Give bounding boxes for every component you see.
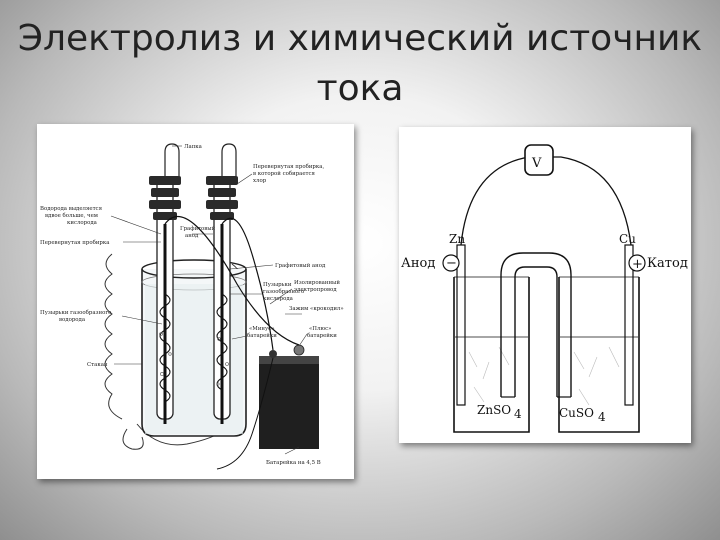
label-graphite-2: анод xyxy=(185,233,199,239)
left-clamp xyxy=(149,176,181,220)
label-glass: Стакан xyxy=(87,362,108,368)
cathode-label: Катод xyxy=(647,256,688,271)
label-plus-1: «Плюс» xyxy=(309,326,331,332)
galvanic-cell-diagram: V Zn Cu Анод − + Катод ZnSO xyxy=(399,127,691,443)
copper-solution-label: CuSO xyxy=(559,406,594,420)
label-graphite-1: Графитовый xyxy=(180,225,216,232)
voltmeter xyxy=(524,144,554,176)
title-line-1: Электролиз и химический источник xyxy=(17,18,703,59)
copper-solution-subscript: 4 xyxy=(598,410,606,424)
galvanic-cell-svg: V Zn Cu Анод − + Катод ZnSO xyxy=(401,144,688,433)
label-bubbles-o2-1: Пузырьки xyxy=(263,282,292,288)
copper-electrode xyxy=(624,244,634,406)
left-beaker xyxy=(453,277,530,433)
label-minus-1: «Минус» xyxy=(249,326,275,332)
voltmeter-symbol: V xyxy=(531,156,542,171)
anode-sign-circle xyxy=(442,254,460,272)
label-tube-cl-3: хлор xyxy=(253,178,267,184)
right-beaker xyxy=(558,277,640,433)
label-bubbles-h2-1: Пузырьки газообразного xyxy=(40,309,111,316)
label-clip: Зажим «крокодил» xyxy=(289,306,344,312)
label-wire-1: Изолированный xyxy=(294,280,340,286)
zinc-solution-subscript: 4 xyxy=(514,407,522,421)
label-battery: Батарейка на 4,5 В xyxy=(266,460,321,466)
label-bubbles-o2-3: кислорода xyxy=(263,296,294,302)
label-lapka: Лапка xyxy=(184,144,203,150)
copper-label: Cu xyxy=(619,232,636,246)
zinc-label: Zn xyxy=(449,232,465,246)
label-graphite-anode: Графитовый анод xyxy=(275,262,326,269)
electrolysis-diagram: Лапка Перевернутая пробирка, в которой с… xyxy=(37,124,354,479)
label-tube-cl-2: в которой собирается xyxy=(253,170,316,177)
label-plus-2: батарейки xyxy=(307,332,337,339)
zinc-electrode xyxy=(456,244,466,406)
label-hydrogen-3: кислорода xyxy=(67,220,98,226)
slide-title: Электролиз и химический источник тока xyxy=(0,14,720,114)
right-clamp xyxy=(206,176,238,220)
label-tube-left: Перевернутая пробирка xyxy=(40,239,110,246)
label-minus-2: батарейки xyxy=(247,332,277,339)
zinc-solution-label: ZnSO xyxy=(477,403,511,417)
cathode-sign: + xyxy=(632,257,643,272)
label-wire-2: электропровод xyxy=(294,287,337,293)
label-bubbles-h2-2: водорода xyxy=(59,317,86,323)
label-tube-cl-1: Перевернутая пробирка, xyxy=(253,163,324,170)
electrolysis-svg: Лапка Перевернутая пробирка, в которой с… xyxy=(40,143,344,470)
battery xyxy=(259,356,319,449)
anode-label: Анод xyxy=(401,256,435,271)
label-hydrogen-1: Водорода выделяется xyxy=(40,206,103,212)
salt-bridge xyxy=(500,252,572,397)
title-line-2: тока xyxy=(316,68,404,109)
label-hydrogen-2: вдвое больше, чем xyxy=(45,212,98,219)
label-bubbles-o2-2: газообразного xyxy=(263,288,304,295)
anode-sign: − xyxy=(446,256,457,271)
cathode-sign-circle xyxy=(628,254,646,272)
